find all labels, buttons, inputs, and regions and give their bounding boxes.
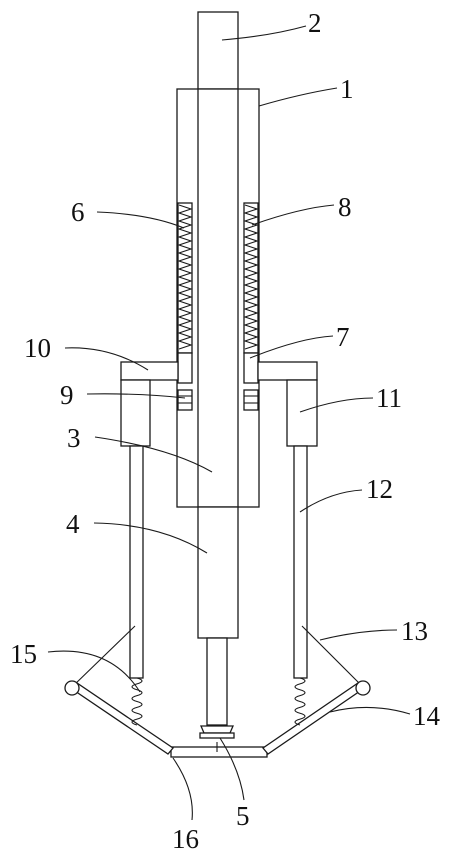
- leader-7: [249, 335, 334, 359]
- leader-5: [219, 737, 245, 801]
- left-spring: [177, 204, 193, 350]
- right-spring: [243, 204, 259, 350]
- leader-13: [319, 629, 398, 641]
- label-12: 12: [366, 474, 393, 504]
- leader-9: [86, 393, 186, 399]
- leader-11: [299, 397, 374, 413]
- leader-3: [94, 436, 213, 473]
- leader-10: [64, 347, 149, 371]
- lower-cylinder: [197, 506, 239, 639]
- left-slider: [177, 352, 193, 384]
- left-cylinder: [120, 379, 151, 447]
- label-5: 5: [236, 801, 250, 831]
- label-13: 13: [401, 616, 428, 646]
- right-cylinder: [286, 379, 318, 447]
- top-rod: [197, 11, 239, 91]
- right-upper-link: [301, 625, 364, 688]
- right-lower-plate: [262, 682, 364, 755]
- leader-8: [251, 204, 335, 226]
- leader-6: [96, 211, 185, 229]
- label-6: 6: [71, 197, 85, 227]
- leader-4: [93, 522, 208, 554]
- leader-2: [221, 25, 307, 41]
- right-arm: [257, 361, 318, 381]
- bottom-plate: [170, 746, 268, 758]
- left-vertical-rod: [129, 445, 144, 679]
- left-lower-plate: [71, 682, 174, 755]
- piston-rod: [206, 637, 228, 726]
- right-vertical-rod: [293, 445, 308, 679]
- suction-cup: [200, 725, 234, 734]
- label-16: 16: [172, 824, 199, 854]
- left-hinge: [64, 680, 80, 696]
- leader-14: [329, 706, 411, 715]
- leader-1: [258, 87, 338, 107]
- left-buffer-spring: [131, 677, 143, 726]
- label-8: 8: [338, 192, 352, 222]
- label-14: 14: [413, 701, 441, 731]
- label-7: 7: [336, 322, 350, 352]
- label-10: 10: [24, 333, 51, 363]
- label-9: 9: [60, 380, 74, 410]
- left-upper-link: [71, 625, 136, 688]
- label-4: 4: [66, 509, 80, 539]
- label-3: 3: [67, 423, 81, 453]
- left-lower-block: [177, 389, 193, 411]
- suction-cup-base: [199, 732, 235, 739]
- right-lower-block: [243, 389, 259, 411]
- right-hinge: [355, 680, 371, 696]
- label-2: 2: [308, 8, 322, 38]
- leader-15: [47, 650, 141, 693]
- label-15: 15: [10, 639, 37, 669]
- leader-12: [299, 489, 363, 513]
- label-1: 1: [340, 74, 354, 104]
- label-11: 11: [376, 383, 402, 413]
- left-arm: [120, 361, 179, 381]
- inner-shaft: [197, 88, 239, 508]
- leader-16: [172, 757, 193, 821]
- right-buffer-spring: [294, 677, 306, 726]
